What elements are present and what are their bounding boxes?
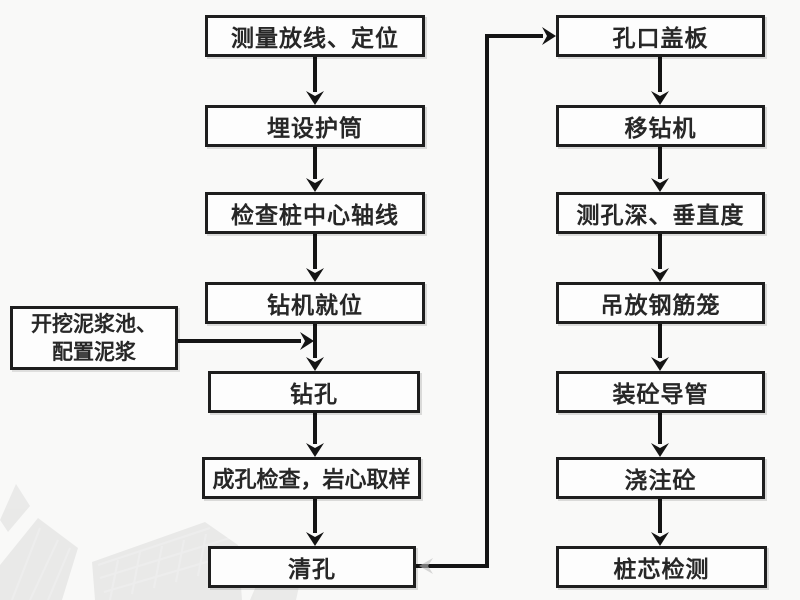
- flow-node-lower-rebar-cage: 吊放钢筋笼: [556, 282, 765, 324]
- arrowhead-right-5: [651, 443, 669, 457]
- flow-node-hole-inspection-core-sampling: 成孔检查，岩心取样: [202, 457, 421, 499]
- flow-node-rig-in-position: 钻机就位: [205, 282, 425, 324]
- flow-node-bury-casing: 埋设护筒: [205, 105, 425, 147]
- flow-node-survey-positioning: 测量放线、定位: [205, 15, 425, 57]
- arrowhead-left-2: [306, 178, 324, 192]
- arrowhead-side: [300, 332, 314, 350]
- flow-node-pour-concrete: 浇注砼: [556, 457, 765, 499]
- arrowhead-left-3: [306, 268, 324, 282]
- arrowhead-left-5: [306, 443, 324, 457]
- arrowhead-right-3: [651, 268, 669, 282]
- arrowhead-right-2: [651, 178, 669, 192]
- mud-pit-label-line2: 配置泥浆: [52, 340, 136, 364]
- arrowhead-right-1: [651, 91, 669, 105]
- flow-node-drilling: 钻孔: [208, 371, 420, 413]
- arrowhead-right-4: [651, 357, 669, 371]
- arrowhead-left-4: [306, 357, 324, 371]
- flow-node-check-pile-axis: 检查桩中心轴线: [205, 192, 425, 234]
- flow-node-measure-depth-verticality: 测孔深、垂直度: [556, 192, 765, 234]
- flow-node-install-concrete-tremie: 装砼导管: [556, 371, 765, 413]
- flow-node-pile-core-testing: 桩芯检测: [556, 546, 767, 588]
- mud-pit-label-line1: 开挖泥浆池、: [31, 311, 157, 336]
- arrowhead-left-1: [306, 91, 324, 105]
- arrowhead-loop: [542, 27, 556, 45]
- flow-node-mud-pit-preparation: 开挖泥浆池、 配置泥浆: [10, 306, 178, 370]
- arrowhead-right-6: [651, 532, 669, 546]
- flow-node-move-rig: 移钻机: [556, 105, 765, 147]
- flow-node-clean-hole: 清孔: [208, 546, 416, 588]
- connector-loop: [416, 34, 543, 568]
- flow-node-hole-cover-plate: 孔口盖板: [556, 15, 765, 57]
- arrowhead-left-6: [306, 532, 324, 546]
- arrowhead-ghost: [419, 558, 433, 574]
